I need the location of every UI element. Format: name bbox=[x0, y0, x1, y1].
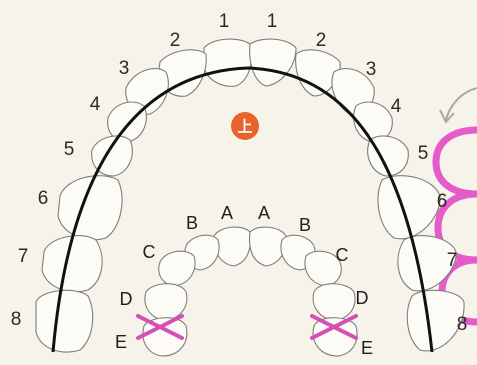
tooth-number: 6 bbox=[437, 191, 448, 212]
cross-mark-right bbox=[310, 314, 358, 340]
tooth-letter: E bbox=[115, 332, 127, 352]
tooth-letter: D bbox=[356, 288, 369, 308]
cross-mark-left bbox=[136, 314, 184, 340]
tooth-number: 5 bbox=[418, 143, 429, 164]
tooth bbox=[57, 175, 123, 241]
tooth bbox=[91, 135, 133, 177]
tooth-number: 1 bbox=[267, 11, 278, 32]
tooth-number: 8 bbox=[11, 309, 22, 330]
upper-marker-text: 上 bbox=[237, 118, 252, 136]
tooth-letter: B bbox=[299, 215, 311, 235]
tooth-letter: A bbox=[258, 203, 270, 223]
tooth bbox=[158, 250, 196, 287]
tooth bbox=[312, 317, 358, 357]
tooth-number: 8 bbox=[457, 314, 468, 335]
tooth-letter: A bbox=[221, 203, 233, 223]
tooth bbox=[397, 235, 457, 292]
tooth bbox=[203, 38, 253, 87]
tooth-number: 6 bbox=[38, 188, 49, 209]
tooth bbox=[377, 175, 441, 240]
tooth-number: 7 bbox=[18, 246, 29, 267]
tooth-number: 7 bbox=[447, 250, 458, 271]
tooth-letter: C bbox=[143, 242, 156, 262]
tooth-number: 2 bbox=[316, 30, 327, 51]
permanent-teeth bbox=[35, 38, 465, 353]
tooth-letter: B bbox=[186, 213, 198, 233]
tooth-number: 3 bbox=[366, 59, 377, 80]
tooth-number: 4 bbox=[391, 96, 402, 117]
tooth bbox=[353, 101, 393, 143]
permanent-numbers-right: 1 2 3 4 5 6 7 8 bbox=[267, 11, 468, 335]
tooth-letter: D bbox=[120, 289, 133, 309]
tooth-number: 4 bbox=[90, 94, 101, 115]
tooth-number: 1 bbox=[219, 11, 230, 32]
tooth-letter: C bbox=[336, 245, 349, 265]
tooth bbox=[35, 289, 94, 353]
tooth-number: 5 bbox=[64, 139, 75, 160]
tooth bbox=[142, 317, 188, 357]
tooth-number: 3 bbox=[119, 58, 130, 79]
tooth bbox=[312, 283, 356, 321]
tooth bbox=[41, 235, 103, 293]
permanent-numbers-left: 1 2 3 4 5 6 7 8 bbox=[11, 11, 230, 330]
arrow-icon bbox=[439, 87, 477, 124]
deciduous-teeth bbox=[142, 226, 358, 357]
tooth bbox=[107, 101, 147, 143]
arch-curve bbox=[51, 66, 434, 353]
tooth bbox=[406, 289, 465, 352]
badge-circle bbox=[231, 112, 259, 140]
deciduous-letters-right: A B C D E bbox=[258, 203, 373, 358]
deciduous-letters-left: A B C D E bbox=[115, 203, 233, 352]
tooth bbox=[367, 135, 409, 177]
tooth bbox=[249, 38, 297, 87]
upper-badge: 上 bbox=[231, 112, 259, 140]
tooth-number: 2 bbox=[170, 30, 181, 51]
tooth-letter: E bbox=[361, 338, 373, 358]
tooth bbox=[304, 250, 342, 287]
tooth bbox=[144, 283, 188, 321]
